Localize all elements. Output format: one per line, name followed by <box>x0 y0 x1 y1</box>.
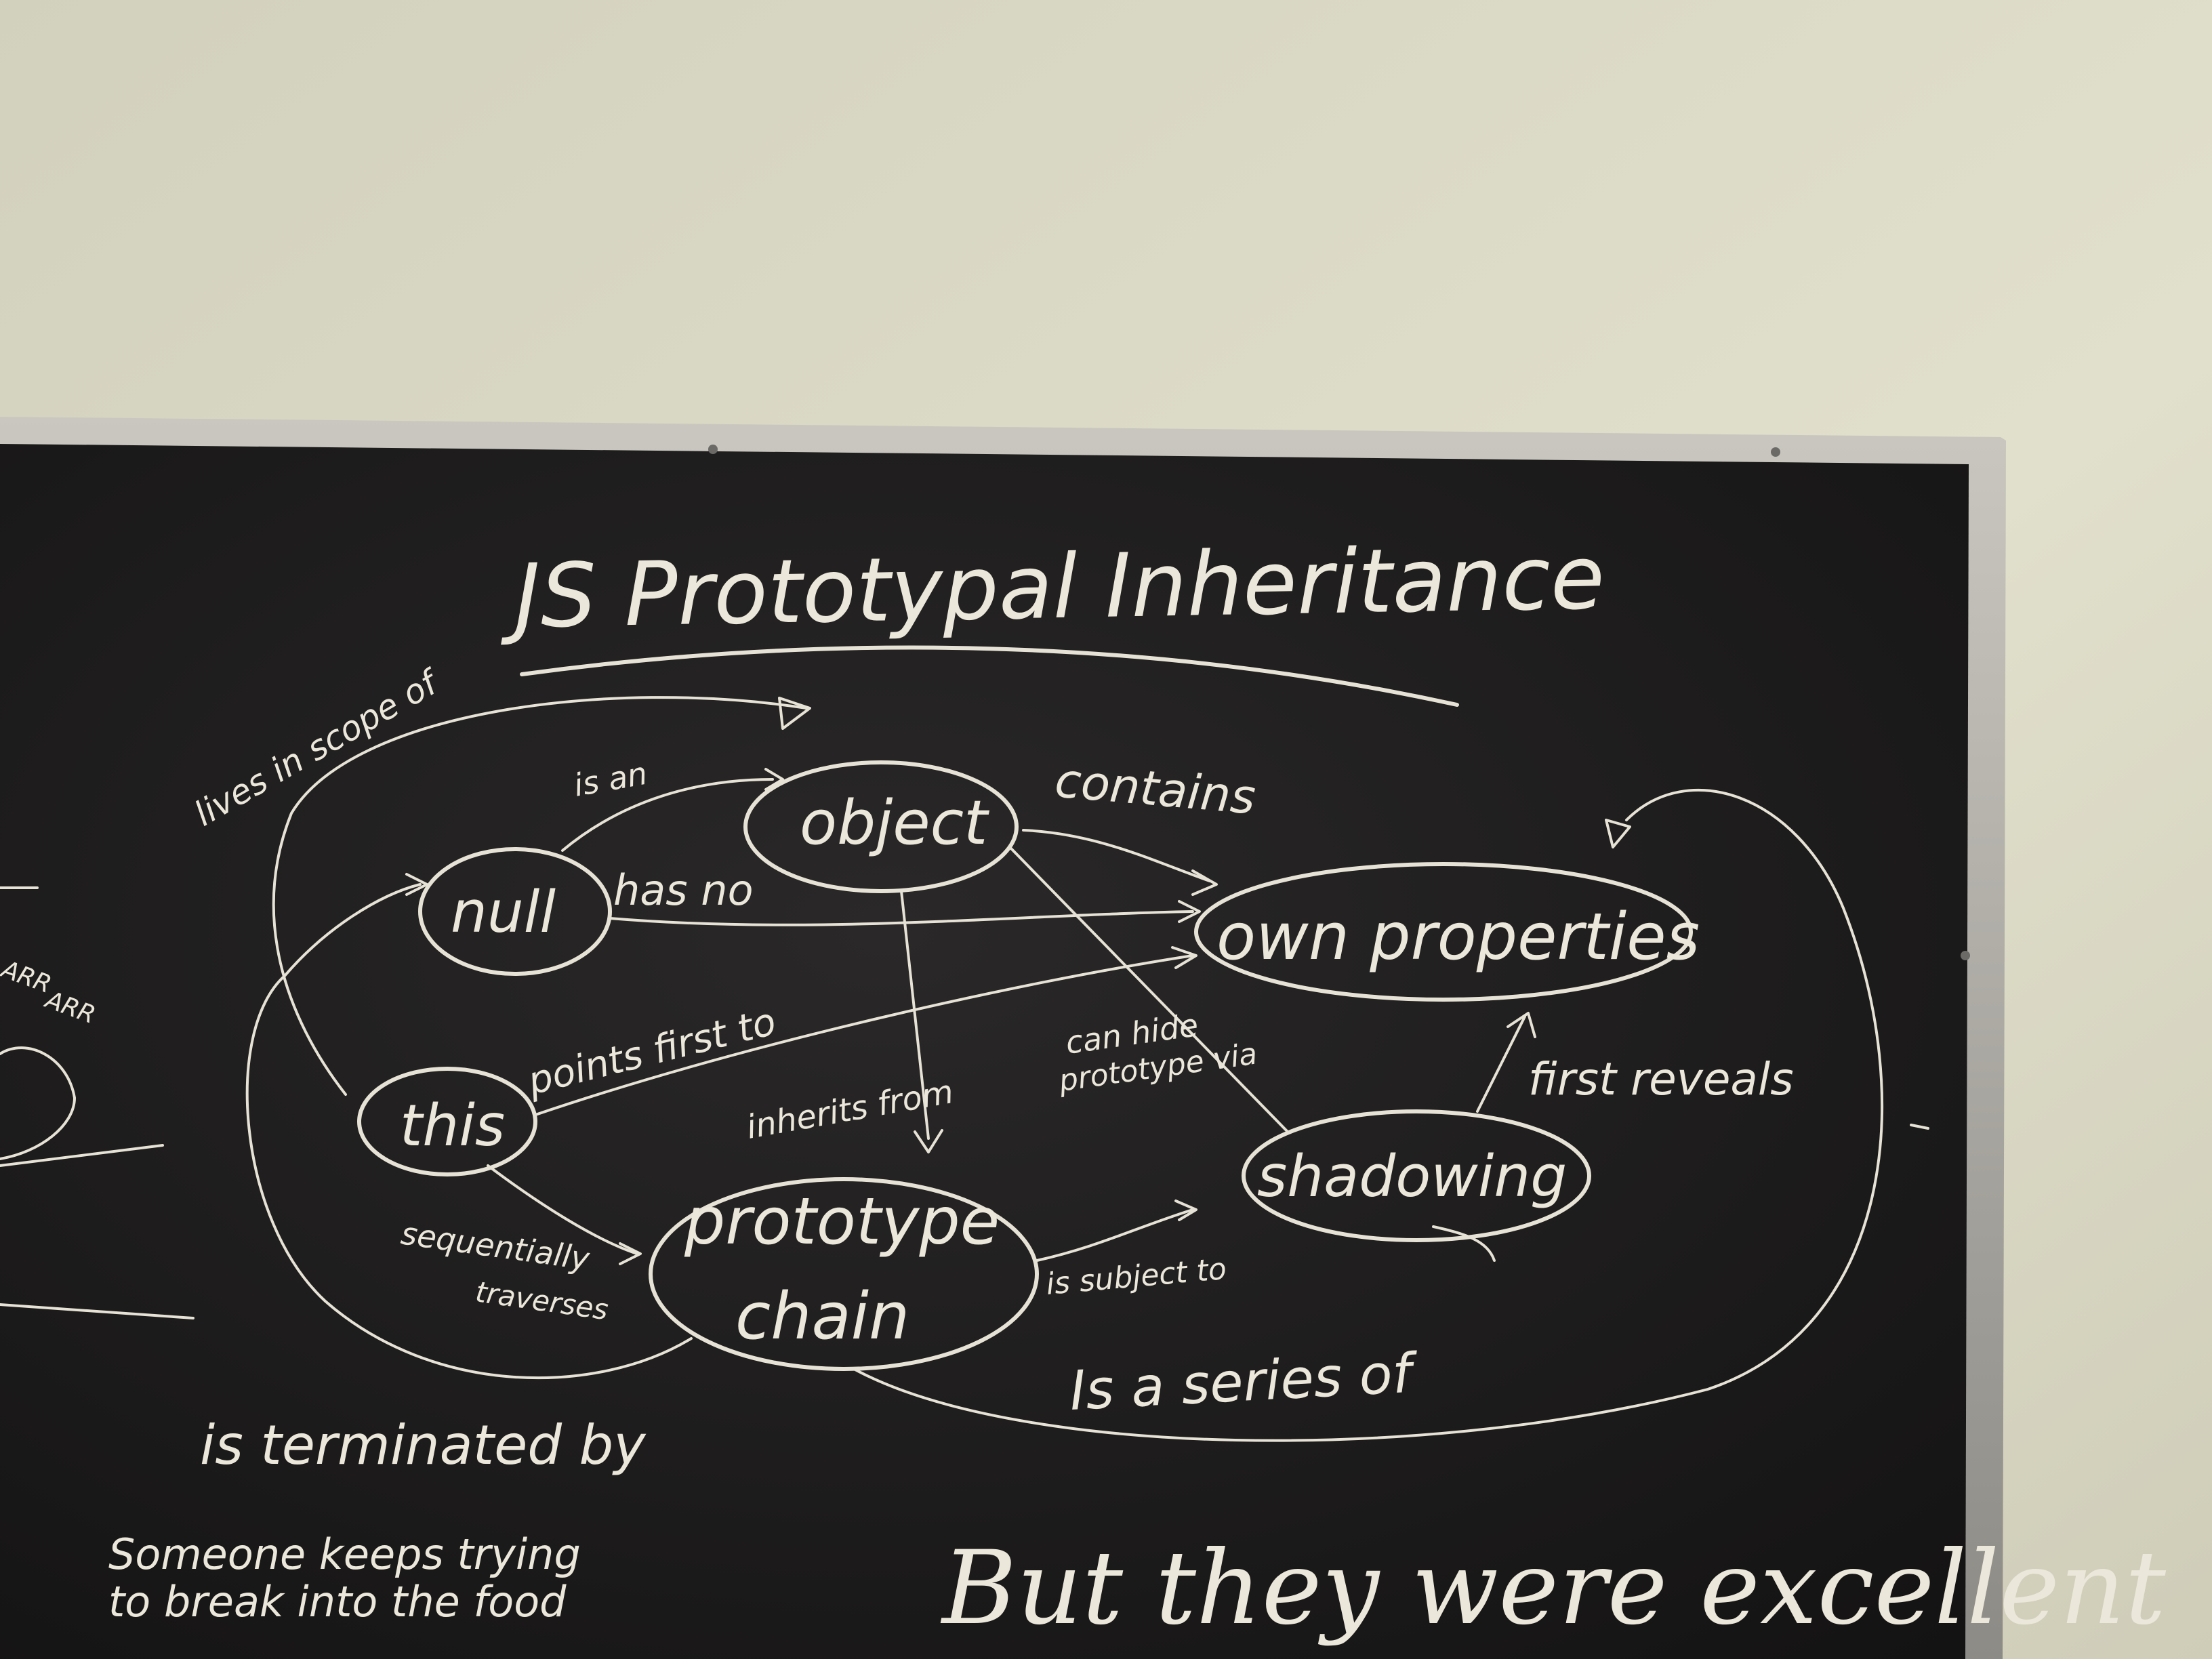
edge-lives-in-scope-arrowhead <box>778 697 811 730</box>
edge-points-first-to <box>534 954 1194 1116</box>
shadowing-tail <box>1432 1225 1496 1262</box>
edge-is-terminated-by <box>245 883 693 1380</box>
edge-has-no-arrowhead <box>1178 900 1201 923</box>
edge-inherits-from <box>900 890 930 1140</box>
left-line <box>0 1303 194 1319</box>
node-this-label: this <box>400 1092 505 1160</box>
node-own-properties-label: own properties <box>1216 900 1700 975</box>
node-this <box>357 1067 537 1176</box>
edge-lives-in-scope <box>272 696 808 1096</box>
edge-first-reveals <box>1476 1015 1526 1113</box>
margin-note-line1: Someone keeps trying <box>108 1530 581 1579</box>
edge-is-terminated-by-arrowhead <box>405 873 428 896</box>
chalkboard <box>0 444 1969 1659</box>
bottom-right-note: But they were excellent <box>940 1530 2167 1647</box>
frame-screw <box>708 445 718 454</box>
edge-label-is-terminated-by: is terminated by <box>200 1414 647 1477</box>
node-object-label: object <box>800 787 990 859</box>
right-edge-mark <box>1910 1124 1929 1130</box>
node-shadowing-label: shadowing <box>1257 1143 1567 1210</box>
margin-note-line2: to break into the food <box>108 1577 567 1626</box>
node-null <box>418 847 612 976</box>
title-underline <box>520 645 1459 707</box>
edge-first-reveals-arrowhead <box>1507 1012 1536 1038</box>
node-prototype-chain <box>649 1177 1039 1371</box>
edge-is-an-arrowhead <box>764 768 784 791</box>
edge-contains-arrowhead <box>1191 869 1218 896</box>
edge-points-first-to-arrowhead <box>1171 946 1197 969</box>
edge-is-an <box>561 778 774 852</box>
node-own-properties <box>1194 862 1693 1002</box>
edge-label-has-no: has no <box>613 865 754 915</box>
board-title: JS Prototypal Inheritance <box>499 526 1605 648</box>
edge-has-no <box>609 910 1194 926</box>
edge-contains <box>1022 829 1211 882</box>
edge-is-subject-to-arrowhead <box>1174 1200 1197 1221</box>
left-doodle-base <box>0 1144 164 1167</box>
edge-is-subject-to <box>1036 1208 1194 1262</box>
left-doodle <box>0 1046 76 1160</box>
node-object <box>743 760 1019 893</box>
frame-screw <box>1961 951 1970 960</box>
frame-screw <box>1771 447 1780 457</box>
node-prototype-chain-label-line1: prototype <box>684 1185 1000 1259</box>
node-shadowing <box>1242 1109 1591 1242</box>
node-null-label: null <box>451 879 556 946</box>
edge-sequentially <box>487 1164 638 1255</box>
edge-sequentially-arrowhead <box>619 1242 642 1265</box>
edge-label-first-reveals: first reveals <box>1528 1053 1794 1105</box>
edge-inherits-from-arrowhead <box>914 1129 943 1153</box>
edge-is-a-series-of <box>853 788 1883 1442</box>
edge-is-a-series-of-arrowhead <box>1605 819 1631 848</box>
node-prototype-chain-label-line2: chain <box>735 1279 909 1354</box>
edge-can-hide <box>1008 846 1289 1133</box>
